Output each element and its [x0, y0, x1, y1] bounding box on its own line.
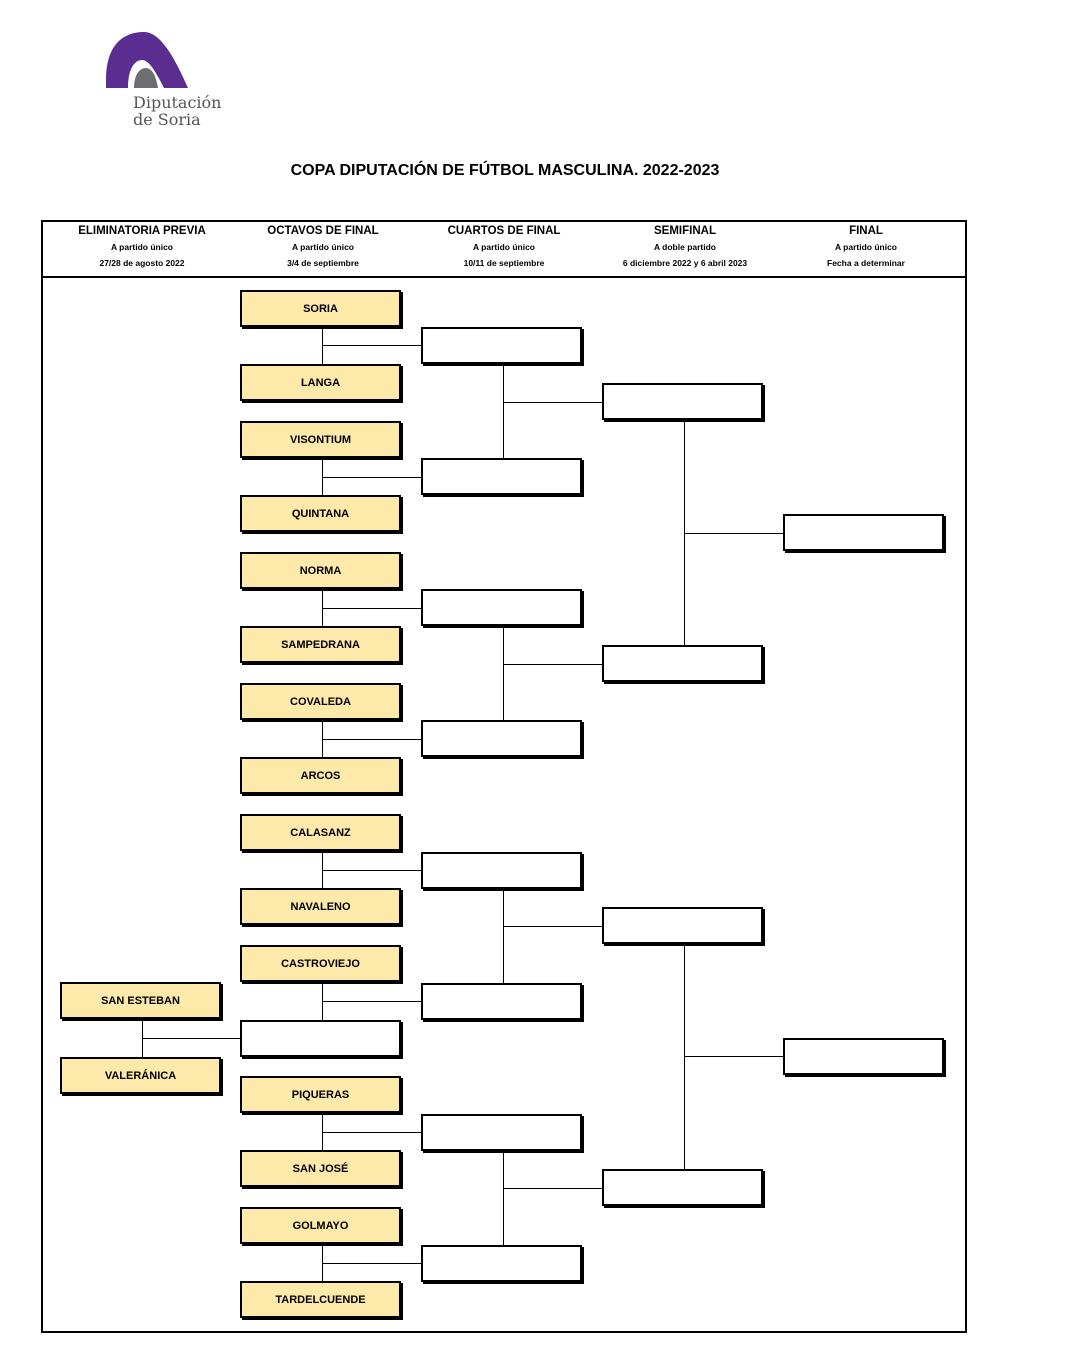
- round-header-cuartos: CUARTOS DE FINAL A partido único 10/11 d…: [411, 224, 597, 271]
- team-box-octavos: QUINTANA: [240, 495, 401, 532]
- round-name: ELIMINATORIA PREVIA: [78, 225, 206, 237]
- logo-line-2: de Soria: [133, 110, 201, 129]
- round-name: SEMIFINAL: [654, 225, 716, 237]
- team-box-final-empty: [783, 1038, 944, 1075]
- team-box-octavos: TARDELCUENDE: [240, 1281, 401, 1318]
- team-box-octavos: VISONTIUM: [240, 421, 401, 458]
- round-header-final: FINAL A partido único Fecha a determinar: [773, 224, 959, 271]
- connector: [503, 364, 504, 458]
- connector: [322, 589, 323, 645]
- connector: [503, 627, 504, 720]
- round-name: FINAL: [849, 225, 883, 237]
- round-name: CUARTOS DE FINAL: [447, 225, 561, 237]
- connector: [322, 852, 323, 908]
- team-box-semifinal-empty: [602, 1169, 763, 1206]
- round-format: A partido único: [110, 242, 173, 252]
- connector: [684, 1056, 784, 1057]
- team-box-cuartos-empty: [421, 983, 582, 1020]
- team-box-octavos-empty: [240, 1020, 401, 1057]
- connector: [322, 608, 422, 609]
- round-format: A partido único: [472, 242, 535, 252]
- round-format: A partido único: [834, 242, 897, 252]
- connector: [684, 533, 784, 534]
- connector: [322, 477, 422, 478]
- round-date: 27/28 de agosto 2022: [99, 258, 185, 268]
- connector: [503, 889, 504, 983]
- team-box-octavos: LANGA: [240, 364, 401, 401]
- team-box-octavos: SORIA: [240, 290, 401, 327]
- round-date: 10/11 de septiembre: [463, 258, 545, 268]
- team-box-octavos: GOLMAYO: [240, 1207, 401, 1244]
- connector: [142, 1038, 241, 1039]
- team-box-cuartos-empty: [421, 852, 582, 889]
- connector: [322, 1263, 422, 1264]
- team-box-octavos: NORMA: [240, 552, 401, 589]
- connector: [322, 345, 422, 346]
- connector: [322, 983, 323, 1039]
- team-box-cuartos-empty: [421, 1245, 582, 1282]
- team-box-semifinal-empty: [602, 907, 763, 944]
- team-box-octavos: SAN JOSÉ: [240, 1150, 401, 1187]
- team-box-octavos: ARCOS: [240, 757, 401, 794]
- team-box-octavos: NAVALENO: [240, 888, 401, 925]
- team-box-octavos: PIQUERAS: [240, 1076, 401, 1113]
- team-box-cuartos-empty: [421, 720, 582, 757]
- team-box-cuartos-empty: [421, 1114, 582, 1151]
- connector: [322, 458, 323, 514]
- team-box-previa: VALERÁNICA: [60, 1057, 221, 1094]
- round-date: 3/4 de septiembre: [287, 258, 359, 268]
- round-header-previa: ELIMINATORIA PREVIA A partido único 27/2…: [49, 224, 235, 271]
- team-box-cuartos-empty: [421, 589, 582, 626]
- team-box-previa: SAN ESTEBAN: [60, 982, 221, 1019]
- connector: [322, 870, 422, 871]
- connector: [503, 664, 603, 665]
- logo-text: Diputación de Soria: [133, 94, 221, 128]
- team-box-final-empty: [783, 514, 944, 551]
- bracket-frame: [41, 220, 967, 1333]
- connector: [322, 1114, 323, 1170]
- team-box-octavos: CASTROVIEJO: [240, 945, 401, 982]
- connector: [503, 402, 603, 403]
- connector: [322, 327, 323, 383]
- team-box-octavos: COVALEDA: [240, 683, 401, 720]
- connector: [322, 1245, 323, 1301]
- round-format: A partido único: [291, 242, 354, 252]
- round-header-semifinal: SEMIFINAL A doble partido 6 diciembre 20…: [592, 224, 778, 271]
- connector: [503, 1188, 603, 1189]
- team-box-cuartos-empty: [421, 327, 582, 364]
- connector: [322, 1132, 422, 1133]
- connector: [322, 1001, 422, 1002]
- connector: [322, 720, 323, 776]
- round-name: OCTAVOS DE FINAL: [267, 225, 379, 237]
- round-header-octavos: OCTAVOS DE FINAL A partido único 3/4 de …: [230, 224, 416, 271]
- page-title: COPA DIPUTACIÓN DE FÚTBOL MASCULINA. 202…: [290, 162, 720, 179]
- round-date: 6 diciembre 2022 y 6 abril 2023: [622, 258, 748, 268]
- diputacion-soria-logo: [106, 32, 188, 88]
- connector: [503, 1151, 504, 1245]
- header-divider: [41, 276, 967, 278]
- connector: [503, 926, 603, 927]
- team-box-octavos: CALASANZ: [240, 814, 401, 851]
- round-date: Fecha a determinar: [827, 258, 905, 268]
- logo-line-1: Diputación: [133, 93, 222, 112]
- team-box-cuartos-empty: [421, 458, 582, 495]
- team-box-octavos: SAMPEDRANA: [240, 626, 401, 663]
- connector: [322, 739, 422, 740]
- team-box-semifinal-empty: [602, 383, 763, 420]
- team-box-semifinal-empty: [602, 645, 763, 682]
- connector: [684, 945, 685, 1169]
- round-format: A doble partido: [653, 242, 716, 252]
